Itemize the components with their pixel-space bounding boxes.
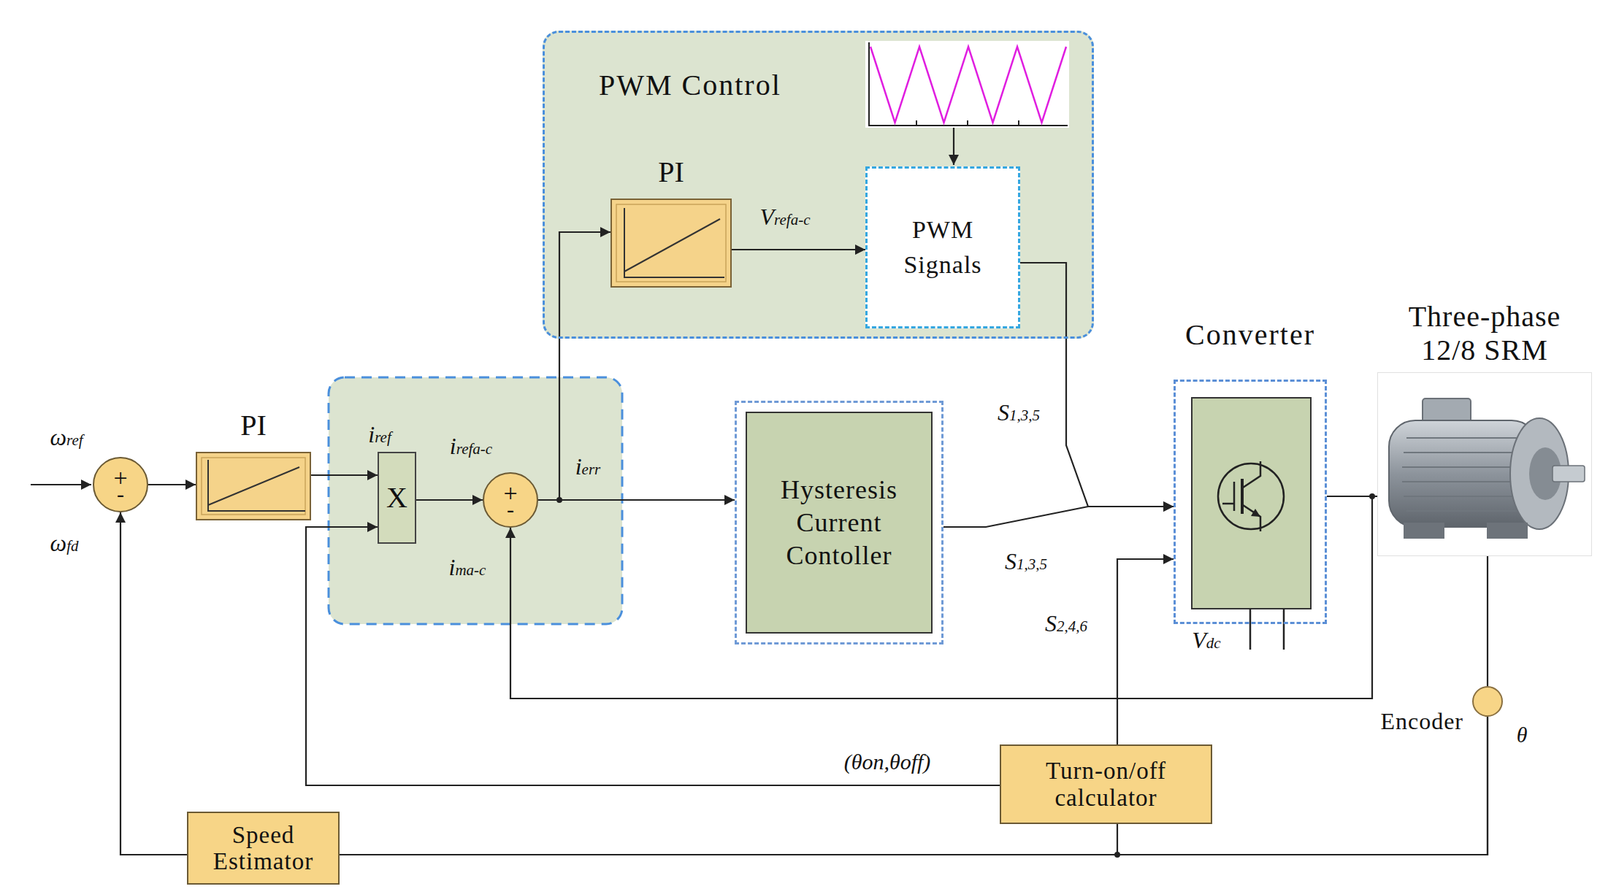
heading-text: PWM Control bbox=[598, 69, 782, 102]
speed-reference-input bbox=[30, 484, 92, 486]
node-text: PWM Signals bbox=[877, 212, 1008, 282]
motor-fins bbox=[1402, 438, 1528, 512]
motor-image: Three-phase 12/8 SRM bbox=[1377, 372, 1592, 557]
signal-label: ωfd bbox=[50, 530, 79, 557]
signal-label: S1,3,5 bbox=[997, 400, 1040, 426]
signal-wire bbox=[1117, 559, 1174, 745]
converter-box: Converter bbox=[1173, 379, 1327, 625]
heading-text: Converter bbox=[1185, 319, 1316, 352]
pwm-signals-box: PWM Signals bbox=[865, 166, 1021, 329]
signal-wire bbox=[538, 499, 735, 501]
heading-text: PI bbox=[240, 409, 267, 442]
pi-controller: PI bbox=[195, 452, 312, 521]
signal-wire bbox=[1020, 262, 1174, 507]
signal-label: ωref bbox=[49, 425, 83, 451]
signal-wire bbox=[416, 499, 483, 501]
motor-illustration bbox=[1388, 398, 1585, 539]
pi-ramp-symbol bbox=[208, 460, 306, 512]
summing-junction: +- bbox=[482, 472, 539, 528]
signal-wire bbox=[148, 484, 196, 486]
pwm-region-fill bbox=[542, 30, 1094, 339]
estimator-box: Speed Estimator bbox=[186, 812, 340, 886]
triangle-carrier-wave bbox=[870, 46, 1067, 123]
signal-wire bbox=[311, 474, 378, 477]
motor-foot bbox=[1486, 522, 1528, 539]
carrier-plot-axes bbox=[869, 42, 1068, 126]
motor-shaft bbox=[1552, 465, 1585, 482]
signal-label: θ bbox=[1516, 722, 1528, 748]
signal-label: Vdc bbox=[1191, 628, 1221, 654]
signal-label: S2,4,6 bbox=[1045, 611, 1088, 637]
carrier-plot-ground bbox=[865, 40, 1070, 128]
carrier-arrow bbox=[952, 127, 955, 166]
heading-text: Three-phase 12/8 SRM bbox=[1382, 300, 1587, 368]
pi-box-frame bbox=[201, 457, 306, 515]
signal-label: irefa-c bbox=[449, 433, 493, 460]
controller-panel: Hysteresis Current Contoller bbox=[745, 411, 933, 634]
signal-wire bbox=[943, 506, 1174, 528]
signal-wire bbox=[1486, 556, 1489, 687]
signal-wire bbox=[339, 717, 1488, 856]
igbt-symbol bbox=[1218, 463, 1284, 530]
connector-group bbox=[120, 232, 1488, 856]
signal-wire bbox=[120, 512, 187, 856]
node-text: Turn-on/off calculator bbox=[1009, 758, 1203, 812]
igbt-symbol bbox=[1222, 461, 1261, 532]
signal-label: ierr bbox=[575, 454, 602, 480]
motor-foot bbox=[1403, 522, 1445, 539]
node-text: X bbox=[386, 481, 408, 515]
encoder-sensor: Encoder bbox=[1472, 686, 1503, 718]
pi-ramp-symbol bbox=[624, 208, 725, 278]
converter-panel bbox=[1191, 397, 1311, 610]
signal-label: S1,3,5 bbox=[1004, 549, 1048, 575]
signal-label: iref bbox=[368, 422, 391, 448]
calculator-box: Turn-on/off calculator bbox=[999, 744, 1213, 825]
heading-text: Encoder bbox=[1380, 708, 1464, 736]
control-region: PI PWM Signals PWM Control bbox=[542, 30, 1094, 339]
node-text: Hysteresis Current Contoller bbox=[754, 473, 924, 573]
summing-junction: +- bbox=[92, 457, 149, 513]
pi-controller: PI bbox=[610, 198, 732, 288]
signal-label: ima-c bbox=[449, 554, 487, 581]
pi-box-frame bbox=[616, 204, 726, 282]
heading-text: PI bbox=[657, 156, 685, 189]
multiplier-box: X bbox=[377, 452, 417, 545]
node-text: - bbox=[484, 498, 537, 521]
signal-wire bbox=[731, 249, 866, 251]
dc-link-terminals bbox=[1250, 609, 1284, 650]
igbt-symbol bbox=[1250, 508, 1261, 518]
node-text: - bbox=[94, 483, 147, 506]
igbt-symbol bbox=[1240, 479, 1244, 515]
pi-box-fill bbox=[195, 452, 312, 521]
signal-wire bbox=[538, 232, 611, 501]
hysteresis-controller: Hysteresis Current Contoller bbox=[734, 400, 944, 645]
node-text: Speed Estimator bbox=[197, 822, 330, 876]
signal-label: (θon,θoff) bbox=[844, 749, 932, 775]
pi-box-fill bbox=[610, 198, 732, 288]
signal-label: Vrefa-c bbox=[760, 204, 811, 231]
